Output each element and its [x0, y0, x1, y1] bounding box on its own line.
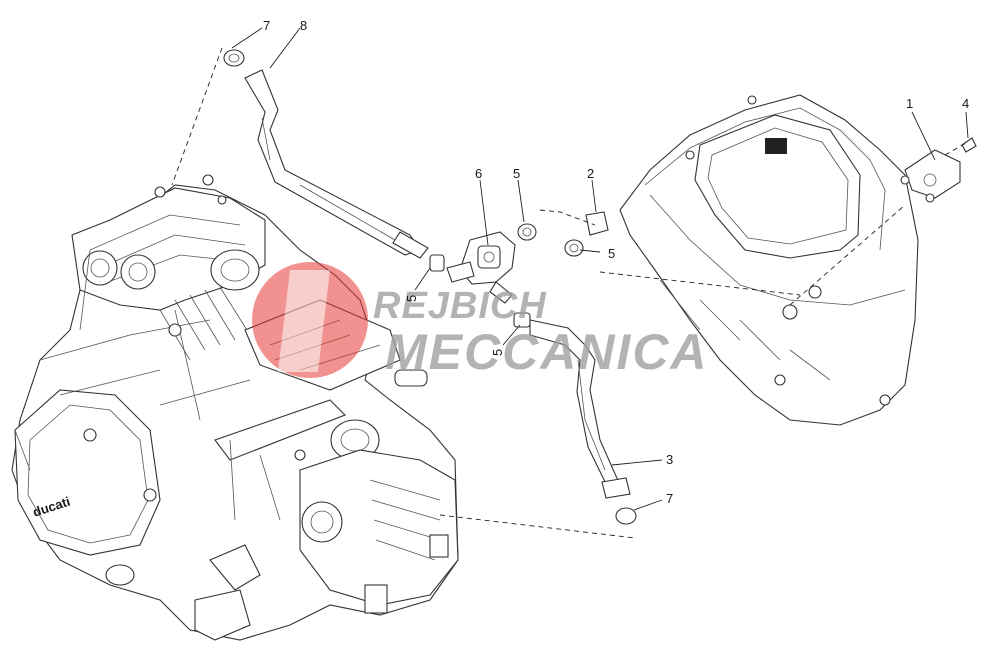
clamp-5-right: [564, 239, 584, 257]
leader-lines: [171, 27, 969, 539]
callout-7-upper: 7: [263, 18, 270, 33]
watermark: REJBICH MECCANICA: [252, 262, 709, 380]
callout-5-lower: 5: [490, 349, 505, 356]
valve-6: [446, 231, 516, 304]
watermark-line-1: REJBICH: [373, 285, 547, 327]
callout-5-left: 5: [404, 295, 419, 302]
brand-logo-mark: [278, 270, 330, 372]
hose-3: [513, 312, 637, 525]
callout-6: 6: [475, 166, 482, 181]
screw-4: [961, 137, 977, 153]
callout-1: 1: [906, 96, 913, 111]
airbox: [619, 94, 919, 426]
callout-8: 8: [300, 18, 307, 33]
callout-7-lower: 7: [666, 491, 673, 506]
hose-8: [244, 69, 445, 272]
clamp-7-upper: [223, 49, 245, 67]
fitting-2: [585, 211, 609, 236]
callout-3: 3: [666, 452, 673, 467]
airbox-label-plate: [765, 138, 787, 154]
clamp-5-upper: [517, 223, 537, 241]
watermark-line-2: MECCANICA: [385, 324, 709, 380]
bracket-1: [900, 149, 961, 203]
brand-logo: [252, 262, 368, 378]
callout-2: 2: [587, 166, 594, 181]
callout-labels: 7 8 6 5 2 5 5 5 3 7 1 4: [263, 18, 969, 506]
callout-5-right: 5: [608, 246, 615, 261]
callout-4: 4: [962, 96, 969, 111]
callout-5-upper: 5: [513, 166, 520, 181]
